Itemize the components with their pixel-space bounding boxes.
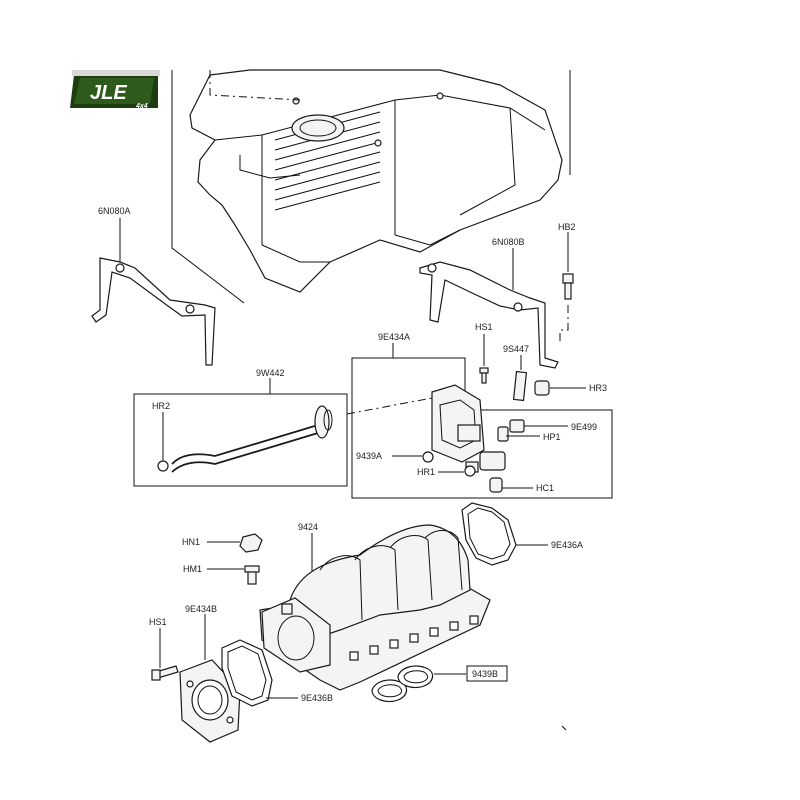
label-hs1-top: HS1 xyxy=(475,322,493,332)
hc1-clip: HC1 xyxy=(489,477,554,493)
tube-9w442: 9W442 HR2 xyxy=(133,368,348,487)
throttle-body-9e434b: 9E434B xyxy=(179,604,241,743)
label-hs1-bottom: HS1 xyxy=(149,617,167,627)
hr3-cap: HR3 xyxy=(534,380,607,396)
logo-text: JLE xyxy=(90,82,127,104)
label-hr2: HR2 xyxy=(152,401,170,411)
assembly-9e434a-box: 9E434A xyxy=(351,332,613,499)
gasket-9e436a: 9E436A xyxy=(461,502,583,566)
hp1-sensor: 9E499 HP1 xyxy=(497,419,597,442)
label-9s447: 9S447 xyxy=(503,344,529,354)
cover-badge xyxy=(291,114,345,142)
label-6n080b: 6N080B xyxy=(492,237,525,247)
label-hn1: HN1 xyxy=(182,537,200,547)
label-hr3: HR3 xyxy=(589,383,607,393)
hm1-stud: HM1 xyxy=(183,564,260,585)
label-9e434a: 9E434A xyxy=(378,332,410,342)
intake-manifold-9424: 9424 xyxy=(259,522,491,691)
gasket-9e436b: 9E436B xyxy=(221,639,333,707)
oring-9439a: 9439A xyxy=(356,451,434,463)
label-9e499: 9E499 xyxy=(571,422,597,432)
label-9424: 9424 xyxy=(298,522,318,532)
hs1-screw-top: HS1 xyxy=(475,322,493,384)
bracket-6n080a: 6N080A xyxy=(91,206,216,366)
label-hb2: HB2 xyxy=(558,222,576,232)
label-hp1: HP1 xyxy=(543,432,561,442)
logo-subtext: 4x4 xyxy=(135,103,148,110)
hr1-ring: HR1 xyxy=(417,465,476,477)
label-hc1: HC1 xyxy=(536,483,554,493)
label-9e434b: 9E434B xyxy=(185,604,217,614)
throttle-body-9e434a xyxy=(431,384,506,473)
label-9e436b: 9E436B xyxy=(301,693,333,703)
label-9e436a: 9E436A xyxy=(551,540,583,550)
gaskets-9439b: 9439B xyxy=(371,665,508,703)
label-9439a: 9439A xyxy=(356,451,382,461)
engine-cover xyxy=(171,69,571,304)
part-9s447: 9S447 xyxy=(503,344,529,402)
bracket-6n080b: 6N080B xyxy=(419,237,559,369)
label-9w442: 9W442 xyxy=(256,368,285,378)
label-hm1: HM1 xyxy=(183,564,202,574)
label-6n080a: 6N080A xyxy=(98,206,131,216)
hn1-nut: HN1 xyxy=(182,533,263,553)
jle-logo: JLE 4x4 xyxy=(70,70,160,110)
hb2-bolt: HB2 xyxy=(558,222,576,345)
hs1-screw-bottom: HS1 xyxy=(149,617,179,681)
label-9439b: 9439B xyxy=(472,669,498,679)
label-hr1: HR1 xyxy=(417,467,435,477)
cover-ribs xyxy=(274,111,381,211)
manifold-ports xyxy=(349,615,479,661)
